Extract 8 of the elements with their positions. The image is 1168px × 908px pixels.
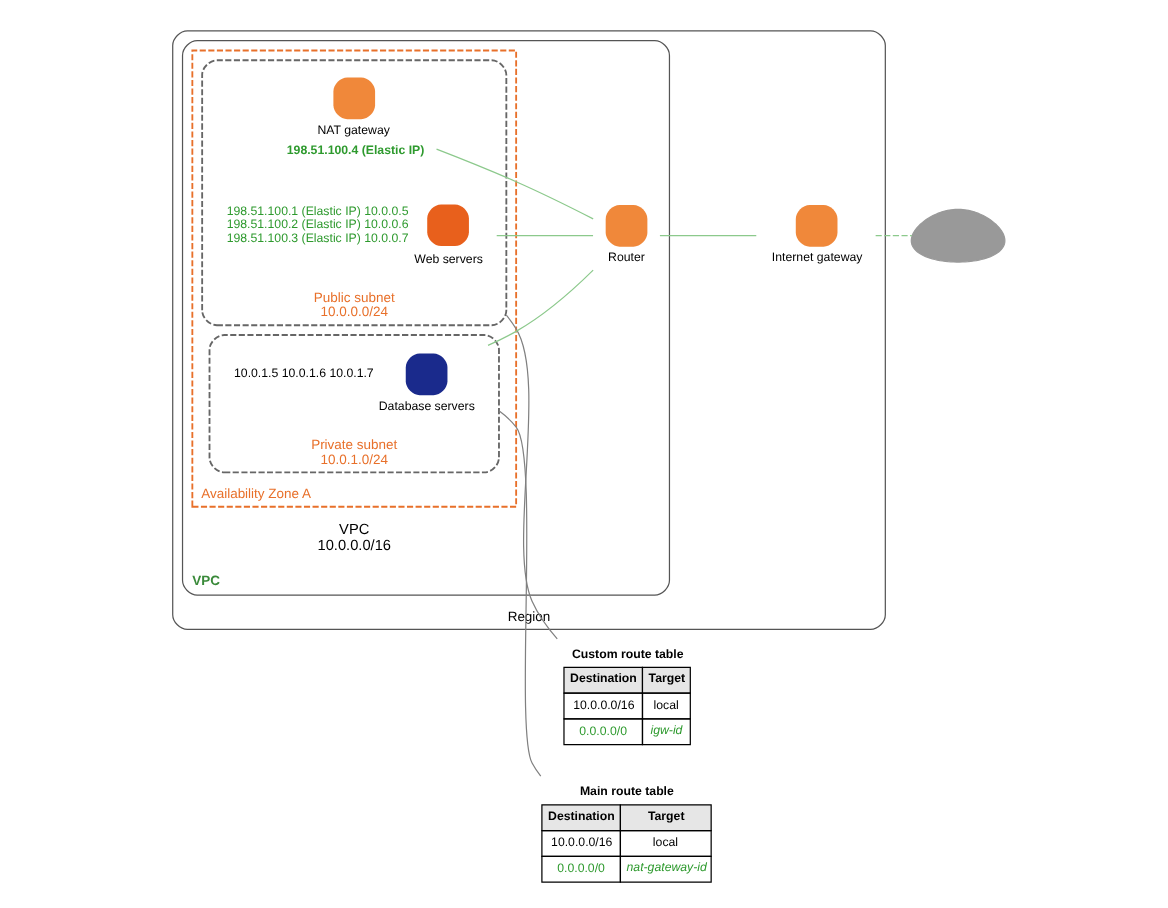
connector xyxy=(659,235,757,237)
connector xyxy=(875,235,913,237)
connector xyxy=(496,235,594,237)
connector xyxy=(435,148,594,220)
connector xyxy=(505,314,558,640)
connector xyxy=(498,410,542,777)
connector xyxy=(487,269,594,347)
node-cloud xyxy=(910,208,1006,263)
